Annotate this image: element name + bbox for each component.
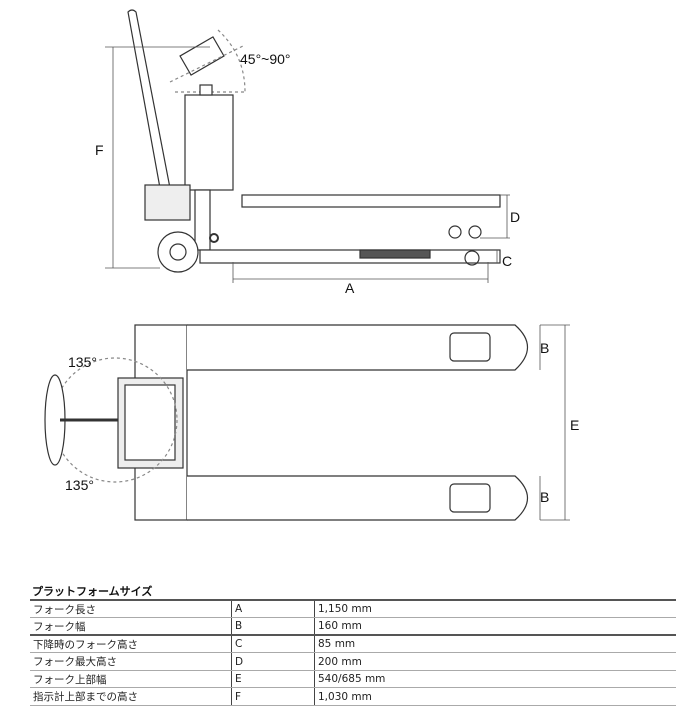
spec-value: 1,150 mm [314,599,676,619]
dim-label-b-bottom: B [540,489,549,505]
fork-bottom [187,475,529,521]
dim-label-c: C [502,253,512,269]
lower-fork [199,249,501,264]
spec-value: 160 mm [314,617,676,636]
spec-code: F [231,687,315,707]
steer-wheel [157,231,199,273]
fork-top [187,324,529,371]
spec-code: A [231,599,315,619]
side-view [105,9,510,283]
dim-label-f: F [95,142,104,158]
spec-name: フォーク上部幅 [30,670,232,689]
spec-code: E [231,670,315,689]
pallet-truck-drawing: 45°~90° F A D C B B E 135° 135° [44,9,579,521]
spec-value: 540/685 mm [314,670,676,689]
spec-name: 指示計上部までの高さ [30,687,232,707]
spec-name: フォーク幅 [30,617,232,636]
spec-name: 下降時のフォーク高さ [30,634,232,654]
spec-code: B [231,617,315,636]
pump-body [144,184,191,221]
tilt-angle-label: 45°~90° [240,51,291,67]
upper-fork [241,194,501,208]
handle [127,9,171,189]
dim-label-a: A [345,280,355,296]
steer-angle-top: 135° [68,354,97,370]
dim-label-d: D [510,209,520,225]
table-title: プラットフォームサイズ [32,585,153,598]
top-view [44,324,570,521]
spec-value: 85 mm [314,634,676,654]
spec-value: 1,030 mm [314,687,676,707]
steer-angle-bottom: 135° [65,477,94,493]
spec-code: D [231,652,315,671]
spec-name: フォーク長さ [30,599,232,619]
dim-label-b-top: B [540,340,549,356]
indicator-display [179,36,225,76]
spec-name: フォーク最大高さ [30,652,232,671]
indicator-tower [184,94,234,191]
spec-value: 200 mm [314,652,676,671]
spec-code: C [231,634,315,654]
dim-label-e: E [570,417,579,433]
